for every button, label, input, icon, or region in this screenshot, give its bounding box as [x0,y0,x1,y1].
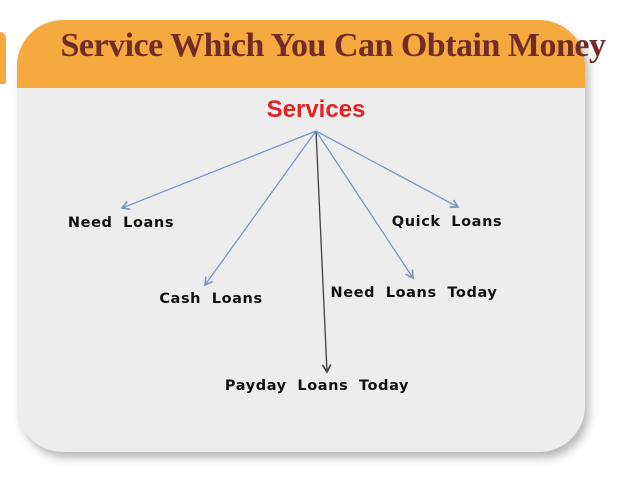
diagram-arrow [120,130,317,211]
title-band [17,20,585,88]
slide-title: Service Which You Can Obtain Money [60,27,606,64]
diagram-arrow [315,130,460,209]
diagram-node-label: Payday Loans Today [224,378,410,394]
diagram-arrow [315,130,414,280]
diagram-node-label: Need Loans [67,215,175,231]
diagram-arrow [315,130,332,374]
slide-card [17,20,585,452]
diagram-root-label: Services [266,96,366,123]
diagram-node-label: Quick Loans [391,214,503,230]
decorative-orange-sliver [0,32,6,84]
diagram-node-label: Cash Loans [159,291,263,307]
diagram-arrow [204,130,317,287]
diagram-node-label: Need Loans Today [330,285,498,301]
